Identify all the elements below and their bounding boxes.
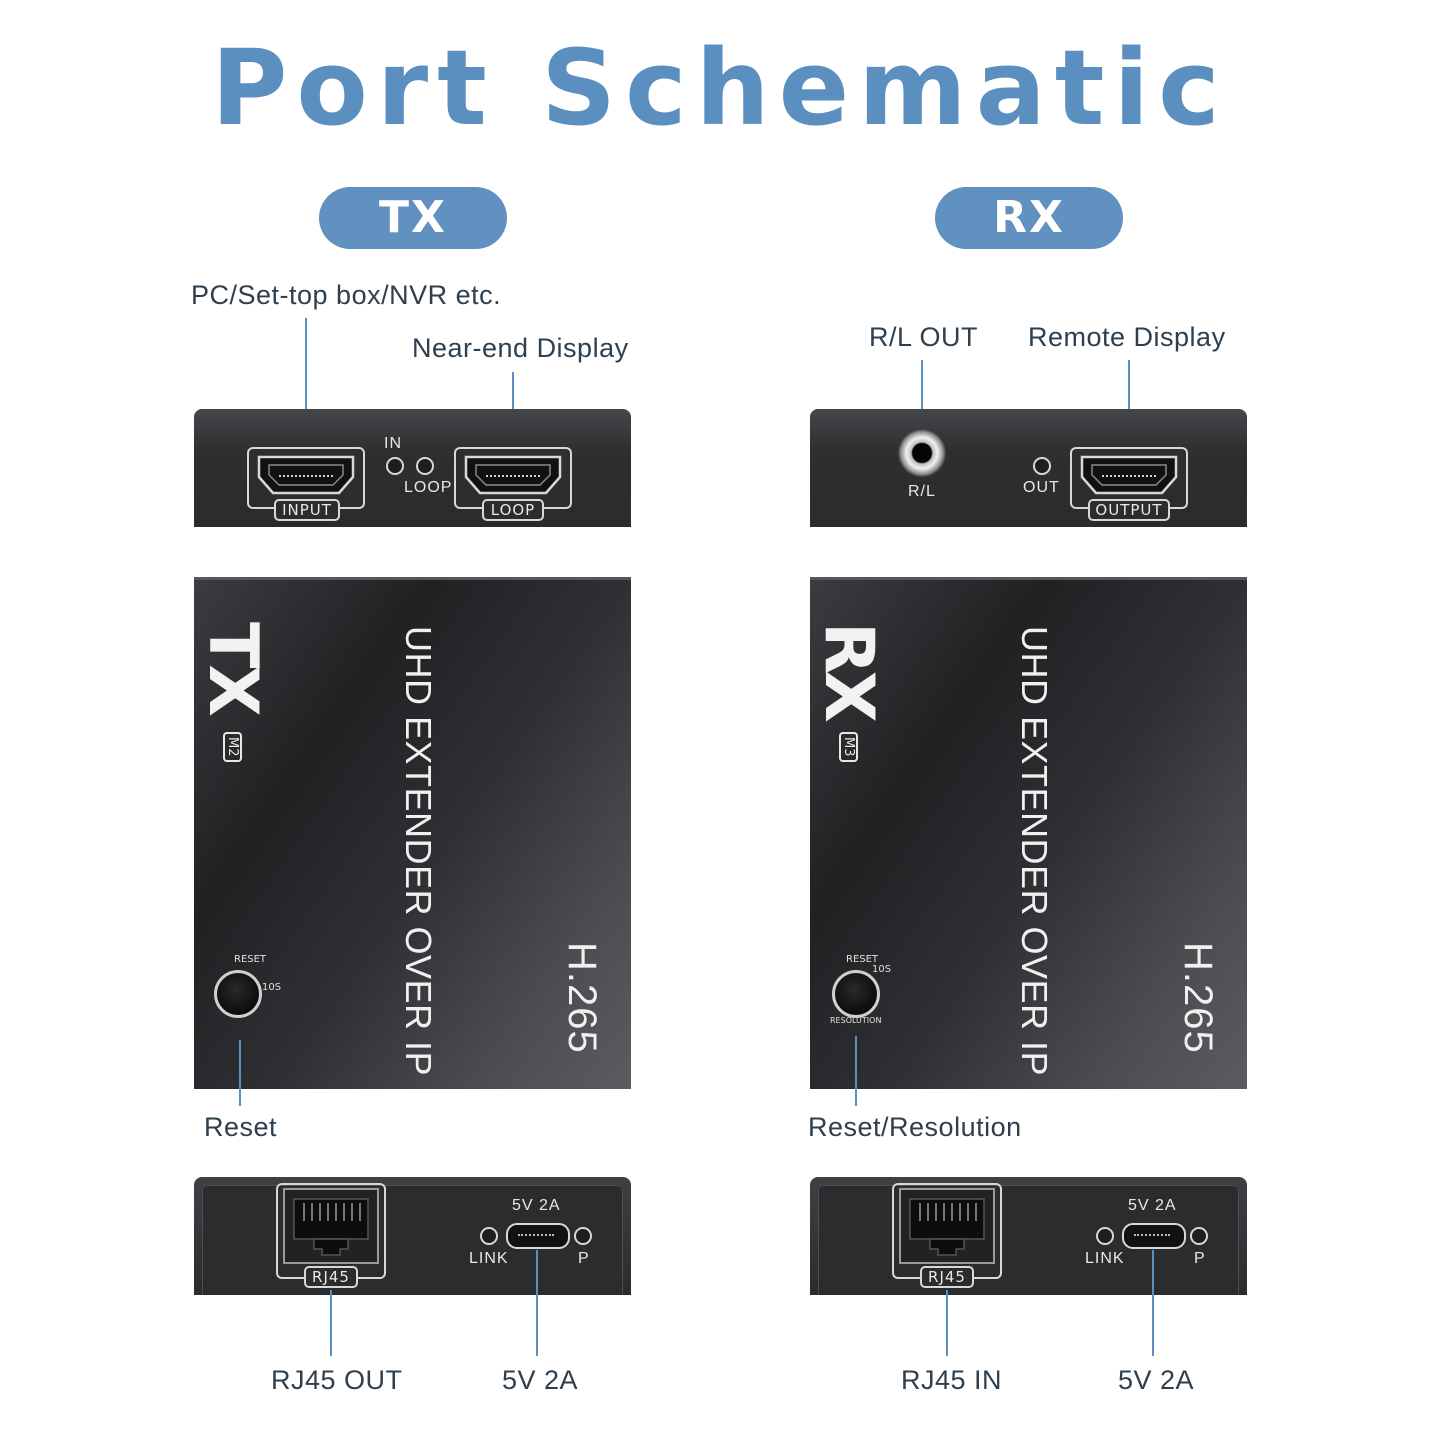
tx-reset-callout: Reset xyxy=(204,1112,278,1142)
rx-hdmi-output-port[interactable] xyxy=(1070,447,1188,509)
rx-out-led xyxy=(1033,457,1051,475)
tx-reset-knob xyxy=(214,970,262,1018)
rx-resolution-engraving: RESOLUTION xyxy=(830,1016,882,1025)
rx-out-led-label: OUT xyxy=(1023,479,1060,496)
tx-reset-engraving: RESET xyxy=(234,954,267,965)
rx-reset-time: 10S xyxy=(872,964,892,975)
tx-input-tag: INPUT xyxy=(274,499,340,521)
tx-reset-time: 10S xyxy=(262,982,282,993)
tx-power-port-label: 5V 2A xyxy=(512,1197,561,1214)
rx-brand-logo: RX xyxy=(809,622,888,719)
rx-display-callout: Remote Display xyxy=(1028,322,1226,352)
rx-link-led xyxy=(1096,1227,1114,1245)
usb-c-icon xyxy=(1134,1234,1170,1236)
rx-bottom-panel: RJ45 5V 2A LINK P xyxy=(810,1177,1247,1295)
rx-reset-callout: Reset/Resolution xyxy=(808,1112,1022,1142)
tx-rj45-tag: RJ45 xyxy=(304,1266,358,1288)
rx-display-leader xyxy=(1128,360,1130,438)
rj45-icon xyxy=(283,1188,379,1264)
tx-bottom-panel: RJ45 5V 2A LINK P xyxy=(194,1177,631,1295)
tx-face-panel: TX M2 UHD EXTENDER OVER IP H.265 RESET 1… xyxy=(193,577,631,1089)
tx-source-leader xyxy=(305,318,307,438)
rx-audio-tag: R/L xyxy=(908,483,936,500)
hdmi-icon xyxy=(1080,455,1178,495)
rx-power-port-label: 5V 2A xyxy=(1128,1197,1177,1214)
rx-reset-knob xyxy=(832,970,880,1018)
usb-c-icon xyxy=(518,1234,554,1236)
tx-reset-leader xyxy=(239,1040,241,1106)
rx-product-name: UHD EXTENDER OVER IP xyxy=(1014,626,1055,1077)
tx-rj45-leader xyxy=(330,1290,332,1356)
hdmi-icon xyxy=(257,455,355,495)
tx-brand-logo: TX xyxy=(193,622,272,713)
tx-pill: TX xyxy=(319,187,507,249)
tx-in-led-label: IN xyxy=(384,435,402,452)
rx-output-tag: OUTPUT xyxy=(1088,499,1170,521)
tx-in-led xyxy=(386,457,404,475)
tx-power-leader xyxy=(536,1250,538,1356)
hdmi-icon xyxy=(464,455,562,495)
tx-loop-led-label: LOOP xyxy=(404,479,453,496)
tx-model-badge: M2 xyxy=(223,732,242,762)
rx-power-led xyxy=(1190,1227,1208,1245)
rx-pill: RX xyxy=(935,187,1123,249)
rx-audio-callout: R/L OUT xyxy=(869,322,979,352)
rx-reset-engraving: RESET xyxy=(846,954,879,965)
tx-usb-c-port[interactable] xyxy=(506,1223,570,1249)
tx-top-panel: INPUT IN LOOP LOOP xyxy=(194,409,631,527)
rx-link-label: LINK xyxy=(1085,1250,1125,1267)
rx-codec-label: H.265 xyxy=(1176,942,1220,1054)
tx-power-led xyxy=(574,1227,592,1245)
rx-p-label: P xyxy=(1194,1250,1206,1267)
rx-face-panel: RX M3 UHD EXTENDER OVER IP H.265 RESET 1… xyxy=(809,577,1247,1089)
tx-loop-tag: LOOP xyxy=(482,499,544,521)
tx-hdmi-input-port[interactable] xyxy=(247,447,365,509)
rx-power-callout: 5V 2A xyxy=(1118,1365,1195,1395)
tx-link-led xyxy=(480,1227,498,1245)
rx-usb-c-port[interactable] xyxy=(1122,1223,1186,1249)
tx-product-name: UHD EXTENDER OVER IP xyxy=(398,626,439,1077)
tx-codec-label: H.265 xyxy=(560,942,604,1054)
tx-power-callout: 5V 2A xyxy=(502,1365,579,1395)
rx-rj45-callout: RJ45 IN xyxy=(901,1365,1003,1395)
rx-model-badge: M3 xyxy=(839,732,858,762)
rx-audio-jack[interactable] xyxy=(898,429,946,477)
tx-rj45-callout: RJ45 OUT xyxy=(271,1365,403,1395)
tx-link-label: LINK xyxy=(469,1250,509,1267)
rx-reset-button[interactable]: RESET 10S RESOLUTION xyxy=(816,952,908,1032)
rx-audio-leader xyxy=(921,360,923,418)
rj45-icon xyxy=(899,1188,995,1264)
rx-rj45-port[interactable] xyxy=(892,1183,1002,1279)
tx-loop-callout: Near-end Display xyxy=(412,333,629,363)
rx-top-panel: R/L OUT OUTPUT xyxy=(810,409,1247,527)
rx-rj45-leader xyxy=(946,1290,948,1356)
rx-power-leader xyxy=(1152,1250,1154,1356)
tx-p-label: P xyxy=(578,1250,590,1267)
tx-source-callout: PC/Set-top box/NVR etc. xyxy=(191,280,502,310)
tx-rj45-port[interactable] xyxy=(276,1183,386,1279)
tx-hdmi-loop-port[interactable] xyxy=(454,447,572,509)
rx-rj45-tag: RJ45 xyxy=(920,1266,974,1288)
page-title: Port Schematic xyxy=(211,27,1229,149)
tx-loop-leader xyxy=(512,372,514,438)
rx-reset-leader xyxy=(855,1036,857,1106)
tx-reset-button[interactable]: RESET 10S xyxy=(208,952,288,1032)
tx-loop-led xyxy=(416,457,434,475)
